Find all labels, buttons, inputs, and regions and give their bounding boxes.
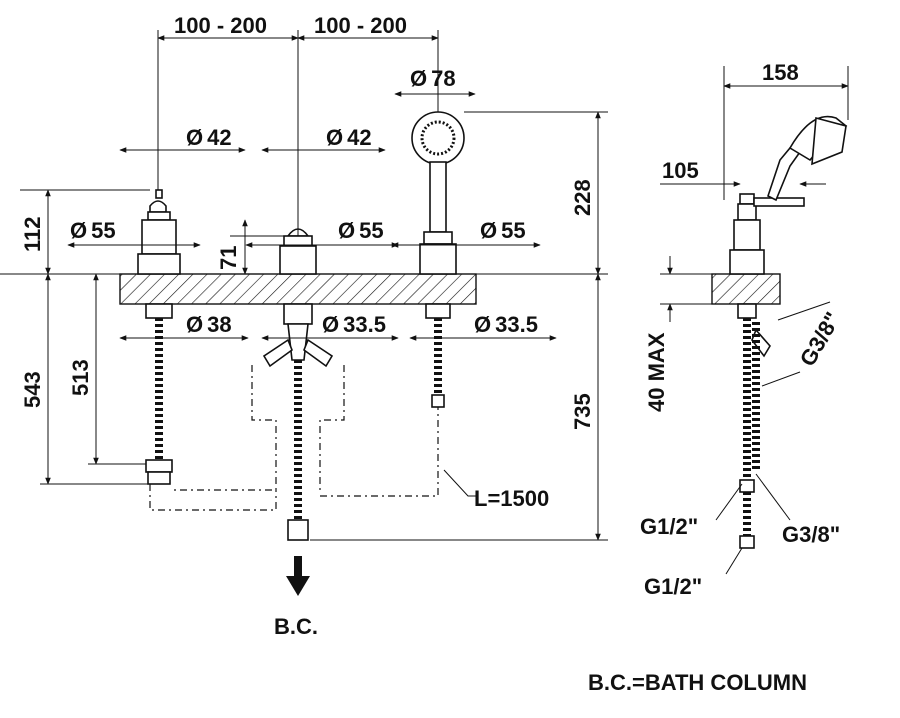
diameter-symbol: Ø	[474, 312, 491, 337]
deck-front	[119, 273, 477, 305]
d-mid-top-label: 42	[347, 125, 371, 150]
thread-g12-b-label: G1/2"	[644, 574, 702, 599]
hand-shower	[411, 111, 465, 408]
vertical-dims-right: 228 735	[310, 111, 608, 541]
d-left-shank-label: 38	[207, 312, 231, 337]
h-513-label: 513	[68, 359, 93, 396]
legend-text: B.C.=BATH COLUMN	[588, 670, 807, 695]
hose-length-callout: L=1500	[443, 469, 549, 511]
span-dimensions: 100 - 200 100 - 200	[157, 13, 439, 236]
h-71-label: 71	[216, 246, 241, 270]
span-right-label: 100 - 200	[314, 13, 407, 38]
h-735-label: 735	[570, 393, 595, 430]
svg-text:Ø38: Ø38	[186, 312, 232, 337]
d-handshower-label: 78	[431, 66, 455, 91]
svg-text:Ø33.5: Ø33.5	[474, 312, 538, 337]
diameter-symbol: Ø	[326, 125, 343, 150]
diameter-symbol: Ø	[410, 66, 427, 91]
middle-spout	[262, 228, 334, 541]
diameter-symbol: Ø	[186, 125, 203, 150]
span-left-label: 100 - 200	[174, 13, 267, 38]
h-543-label: 543	[20, 371, 45, 408]
svg-text:Ø78: Ø78	[410, 66, 456, 91]
h-228-label: 228	[570, 179, 595, 216]
svg-text:Ø55: Ø55	[338, 218, 384, 243]
svg-text:Ø33.5: Ø33.5	[322, 312, 386, 337]
thread-g12-a-label: G1/2"	[640, 514, 698, 539]
d-left-top-label: 42	[207, 125, 231, 150]
d-left-base-label: 55	[91, 218, 115, 243]
thread-g38-b-label: G3/8"	[782, 522, 840, 547]
left-valve	[137, 189, 181, 485]
h-112-label: 112	[20, 217, 45, 253]
bath-column-arrow: B.C.	[274, 556, 318, 639]
diameter-symbol: Ø	[338, 218, 355, 243]
thread-g38-top-label: G3/8"	[795, 308, 846, 371]
diameter-symbol: Ø	[322, 312, 339, 337]
d-mid-base-label: 55	[359, 218, 383, 243]
side-158-label: 158	[762, 60, 799, 85]
svg-text:Ø55: Ø55	[70, 218, 116, 243]
side-105-label: 105	[662, 158, 699, 183]
d-mid-shank-label: 33.5	[343, 312, 386, 337]
bc-label: B.C.	[274, 614, 318, 639]
diameter-symbol: Ø	[70, 218, 87, 243]
vertical-dims-left: 112 71 543 513	[0, 189, 284, 485]
svg-text:Ø55: Ø55	[480, 218, 526, 243]
diameter-symbol: Ø	[480, 218, 497, 243]
hidden-connections	[149, 365, 439, 511]
svg-text:Ø42: Ø42	[186, 125, 232, 150]
hose-length-label: L=1500	[474, 486, 549, 511]
svg-text:Ø42: Ø42	[326, 125, 372, 150]
side-40max-label: 40 MAX	[644, 332, 669, 412]
arrow-down-icon	[286, 576, 310, 596]
side-view: 158 105 40 MAX G3/8" G1/2" G3/8" G1/2"	[640, 60, 849, 599]
d-right-shank-label: 33.5	[495, 312, 538, 337]
diameter-symbol: Ø	[186, 312, 203, 337]
d-right-base-label: 55	[501, 218, 525, 243]
